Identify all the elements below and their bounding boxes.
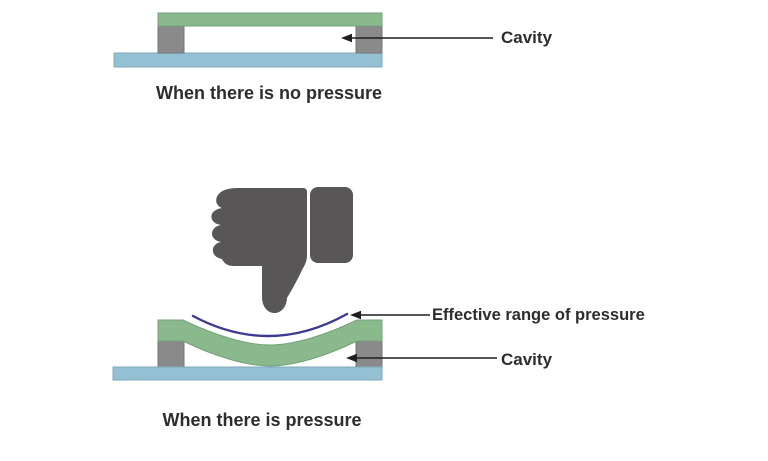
pressure-diagram	[112, 187, 497, 381]
support-left	[157, 339, 185, 368]
cavity-label-bottom: Cavity	[501, 350, 553, 369]
substrate-bar	[112, 366, 383, 381]
effective-range-curve	[191, 312, 349, 338]
cavity-arrowhead-icon	[341, 33, 352, 43]
support-right	[355, 339, 383, 368]
no-pressure-caption: When there is no pressure	[155, 83, 383, 103]
thumb-fist-shape	[211, 188, 307, 313]
membrane-flat	[157, 12, 383, 27]
no-pressure-diagram	[113, 12, 493, 68]
effective-range-label: Effective range of pressure	[432, 306, 645, 324]
substrate-bar	[113, 52, 383, 68]
membrane-deflected	[157, 319, 383, 367]
pressure-caption: When there is pressure	[162, 410, 362, 430]
cavity-arrowhead-icon	[346, 353, 357, 363]
support-right	[355, 25, 383, 54]
effective-range-arrowhead-icon	[350, 310, 361, 320]
thumbs-down-icon	[211, 187, 353, 313]
thumb-palm-shape	[310, 187, 353, 263]
cavity-label-top: Cavity	[501, 28, 553, 47]
support-left	[157, 25, 185, 54]
